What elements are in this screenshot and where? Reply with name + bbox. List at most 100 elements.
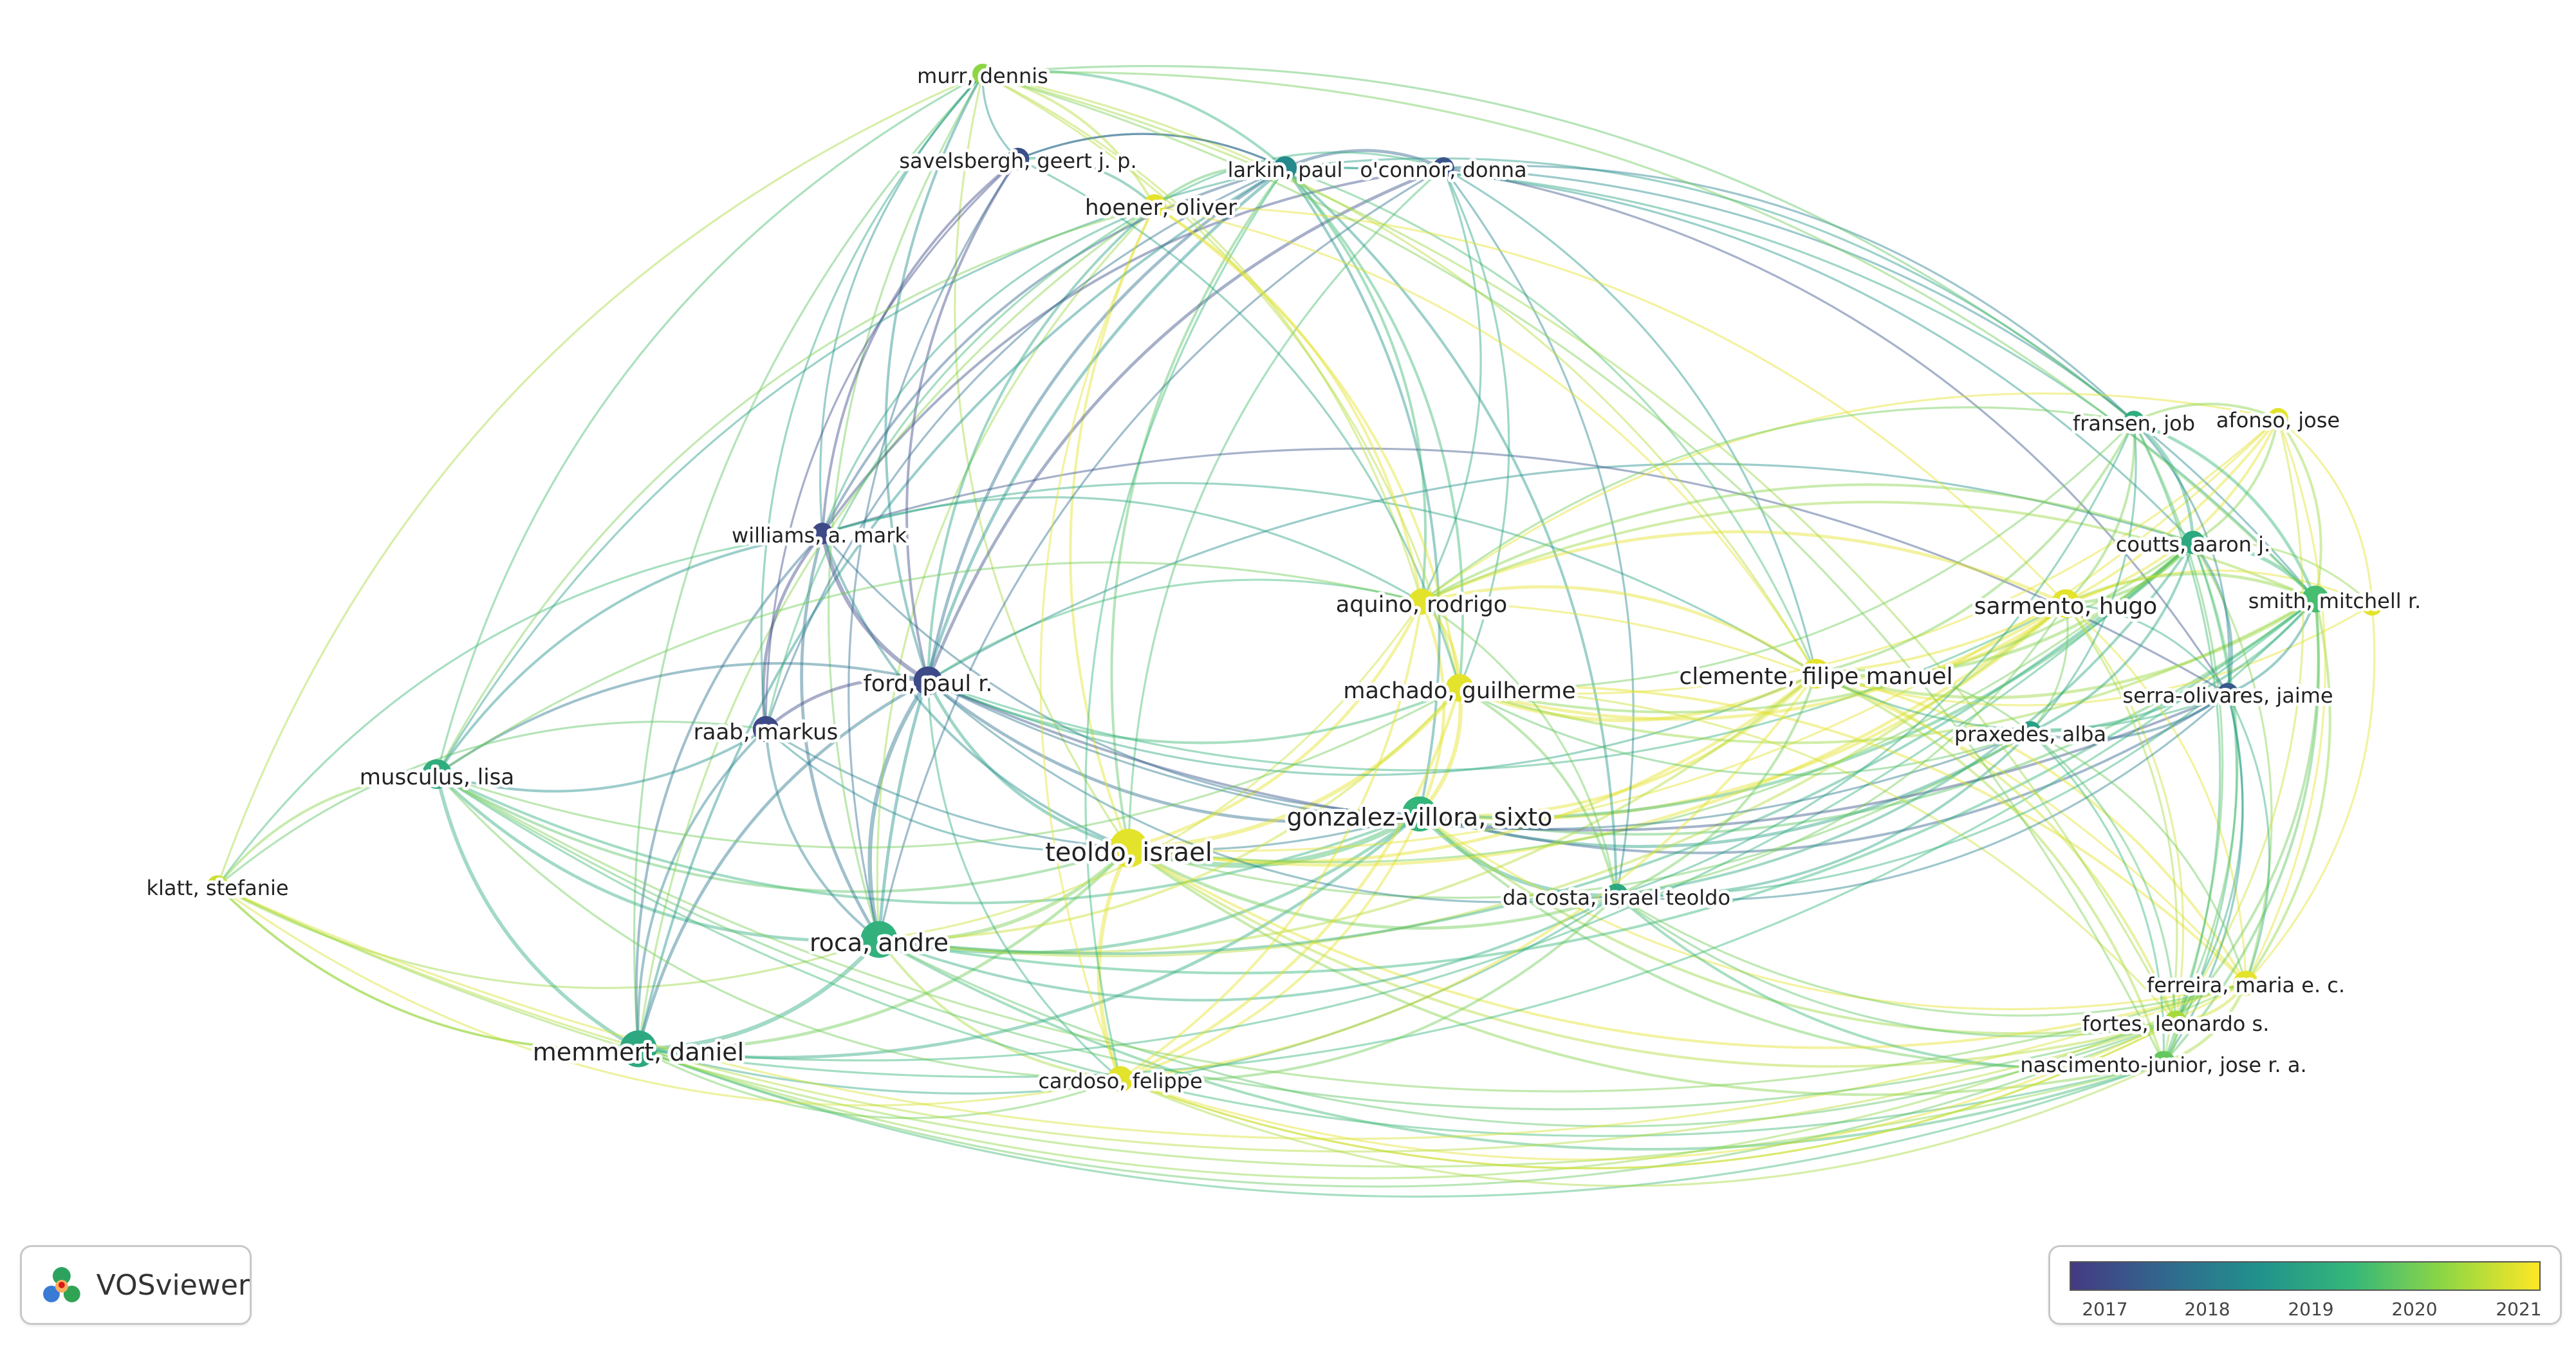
author-node[interactable]: [2361, 594, 2383, 616]
author-node[interactable]: [1604, 883, 1629, 908]
author-node[interactable]: [860, 921, 898, 958]
author-label[interactable]: gonzalez-villora, sixto: [1284, 800, 1556, 835]
author-node[interactable]: [1006, 147, 1030, 171]
app-name: VOSviewer: [96, 1268, 250, 1302]
co-authorship-link: [1814, 541, 2195, 678]
author-label[interactable]: roca, andre: [806, 925, 952, 960]
co-authorship-link: [1097, 846, 1131, 1082]
co-authorship-link: [2162, 598, 2321, 1064]
author-label[interactable]: williams, a. mark: [728, 520, 910, 551]
author-label[interactable]: nascimento-junior, jose r. a.: [2017, 1049, 2310, 1080]
author-label[interactable]: o'connor, donna: [1357, 154, 1530, 185]
co-authorship-link: [828, 73, 984, 941]
author-label[interactable]: savelsbergh, geert j. p.: [896, 145, 1140, 176]
co-authorship-link: [1119, 982, 2247, 1161]
co-authorship-link: [1418, 813, 2247, 1010]
author-node[interactable]: [972, 64, 993, 84]
author-label[interactable]: smith, mitchell r.: [2245, 586, 2424, 616]
co-authorship-link: [821, 482, 1817, 675]
author-node[interactable]: [1142, 194, 1167, 218]
author-label[interactable]: fortes, leonardo s.: [2079, 1008, 2273, 1039]
author-label[interactable]: serra-olivares, jaime: [2119, 680, 2336, 711]
co-authorship-link: [637, 541, 2194, 1062]
co-authorship-link: [216, 885, 1122, 1107]
author-node[interactable]: [422, 759, 452, 789]
co-authorship-link: [800, 532, 881, 941]
co-authorship-link: [1615, 420, 2135, 897]
author-node[interactable]: [811, 522, 833, 544]
co-authorship-link: [436, 773, 1122, 1080]
co-authorship-link: [848, 158, 1019, 941]
author-label[interactable]: musculus, lisa: [357, 761, 517, 793]
author-label[interactable]: da costa, israel teoldo: [1499, 882, 1734, 913]
author-node[interactable]: [1273, 156, 1297, 180]
author-label[interactable]: machado, guilherme: [1340, 675, 1579, 707]
author-label[interactable]: aquino, rodrigo: [1333, 589, 1510, 621]
co-authorship-link: [1458, 685, 2247, 985]
author-node[interactable]: [2019, 721, 2042, 744]
co-authorship-link: [764, 205, 1156, 730]
co-authorship-link: [927, 463, 2194, 682]
author-label[interactable]: klatt, stefanie: [143, 873, 292, 903]
author-label[interactable]: ford, paul r.: [860, 668, 996, 700]
co-authorship-link: [2064, 602, 2247, 985]
author-node[interactable]: [1107, 1066, 1134, 1093]
co-authorship-link: [636, 846, 1131, 1051]
author-label[interactable]: fransen, job: [2070, 408, 2198, 439]
co-authorship-link: [1420, 483, 2194, 603]
co-authorship-link: [821, 532, 1421, 815]
author-label[interactable]: clemente, filipe manuel: [1676, 660, 1956, 693]
author-node[interactable]: [1109, 829, 1148, 867]
author-label[interactable]: cardoso, felippe: [1035, 1066, 1205, 1096]
author-node[interactable]: [620, 1030, 657, 1068]
author-node[interactable]: [2164, 1010, 2187, 1033]
author-node[interactable]: [207, 875, 228, 897]
author-node[interactable]: [2233, 970, 2259, 996]
author-node[interactable]: [2151, 1051, 2176, 1075]
author-node[interactable]: [752, 716, 779, 743]
author-label[interactable]: hoener, oliver: [1082, 192, 1240, 224]
author-node[interactable]: [913, 666, 943, 696]
author-node[interactable]: [2268, 408, 2288, 429]
co-authorship-link: [2133, 420, 2230, 695]
co-authorship-link: [905, 158, 1019, 682]
co-authorship-link: [821, 532, 1130, 849]
vosviewer-logo-badge: VOSviewer: [20, 1245, 252, 1325]
author-node[interactable]: [1445, 674, 1474, 702]
co-authorship-link: [1119, 600, 1423, 1080]
author-label[interactable]: murr, dennis: [914, 60, 1052, 91]
co-authorship-link: [2162, 541, 2238, 1064]
author-label[interactable]: coutts, aaron j.: [2113, 529, 2274, 560]
author-label[interactable]: afonso, jose: [2213, 405, 2343, 436]
co-authorship-link: [436, 532, 824, 775]
author-node[interactable]: [1432, 157, 1454, 179]
author-label[interactable]: raab, markus: [690, 716, 842, 748]
author-label[interactable]: teoldo, israel: [1042, 835, 1216, 871]
author-node[interactable]: [2051, 589, 2080, 618]
author-label[interactable]: praxedes, alba: [1951, 719, 2109, 750]
co-authorship-link: [2277, 417, 2322, 600]
co-authorship-link: [1127, 847, 2247, 1049]
author-node[interactable]: [2123, 411, 2145, 432]
author-node[interactable]: [1402, 796, 1438, 832]
co-authorship-link: [821, 447, 2229, 695]
author-label[interactable]: ferreira, maria e. c.: [2144, 970, 2348, 1001]
author-node[interactable]: [1801, 659, 1831, 689]
co-authorship-link: [436, 205, 1156, 775]
author-node[interactable]: [2217, 683, 2239, 705]
co-authorship-link: [2029, 731, 2247, 985]
author-label[interactable]: sarmento, hugo: [1971, 590, 2161, 623]
author-node[interactable]: [2181, 530, 2205, 555]
co-authorship-link: [2064, 569, 2373, 606]
author-label[interactable]: memmert, daniel: [530, 1035, 747, 1069]
co-authorship-link: [637, 982, 2247, 1179]
author-node[interactable]: [2302, 586, 2329, 613]
co-authorship-link: [1127, 602, 2068, 867]
co-authorship-link: [1153, 151, 1445, 207]
co-authorship-link: [821, 158, 1019, 535]
author-node[interactable]: [1408, 588, 1435, 615]
co-authorship-link: [2064, 572, 2317, 606]
co-authorship-link: [1615, 541, 2194, 897]
author-label[interactable]: larkin, paul: [1225, 154, 1346, 185]
